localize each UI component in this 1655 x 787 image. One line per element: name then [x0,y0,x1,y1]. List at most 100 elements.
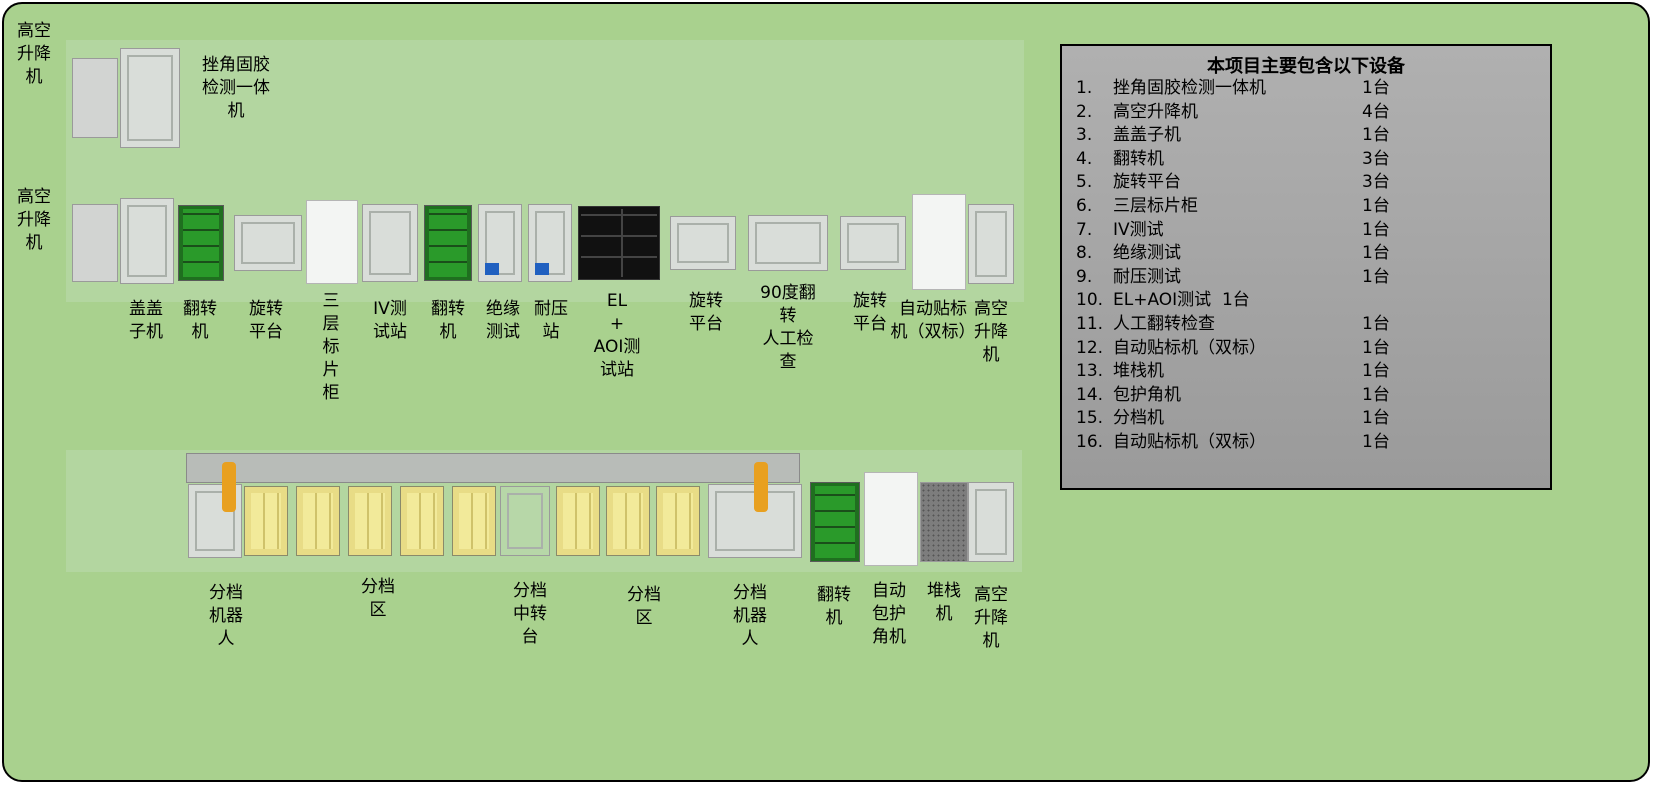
equipment-name: 人工翻转检查 [1113,314,1215,334]
label-stacker: 堆栈 机 [927,581,961,624]
label-flip90: 90度翻 转 人工检 查 [760,283,816,372]
equipment-quantity: 1台 [1362,361,1390,382]
sort-bin-7 [606,486,650,556]
equipment-quantity: 1台 [1362,219,1390,240]
equipment-name: 挫角固胶检测一体机 [1113,78,1266,98]
label-lift-right: 高空 升降 机 [974,299,1008,365]
label-hipot: 耐压 站 [534,299,568,342]
label-flip2: 翻转 机 [431,299,465,342]
equipment-item: 6. 三层标片柜 1台 [1076,194,1536,218]
equipment-name: IV测试 [1113,219,1164,240]
label-labeler: 自动贴标 机（双标） [890,299,976,342]
equipment-name: 三层标片柜 [1113,196,1198,216]
equipment-name: 绝缘测试 [1113,243,1181,264]
label-rotate2: 旋转 平台 [689,291,723,334]
equipment-name: 自动贴标机（双标） [1113,432,1266,452]
sort-bin-5 [452,486,496,556]
equipment-quantity: 1台 [1362,78,1390,98]
label-cabinet-text: 三 层 标 片 柜 [322,291,340,403]
label-sort-zone1: 分档 区 [361,577,395,620]
insulation-test [478,204,522,282]
label-flip1: 翻转 机 [183,299,217,342]
equipment-quantity: 1台 [1362,125,1390,146]
lift-machine-top [72,58,118,138]
equipment-item: 9. 耐压测试 1台 [1076,265,1536,289]
equipment-name: 盖盖子机 [1113,125,1181,146]
equipment-number: 10. [1076,290,1104,311]
lift-machine-right [968,204,1014,284]
equipment-number: 7. [1076,219,1093,240]
cap-machine [120,198,174,284]
equipment-item: 5. 旋转平台 3台 [1076,170,1536,194]
equipment-quantity: 3台 [1362,172,1390,193]
equipment-name: 分档机 [1113,408,1164,429]
equipment-name: 旋转平台 [1113,172,1181,193]
equipment-item: 10. EL+AOI测试 1台 [1076,288,1536,312]
equipment-number: 11. [1076,314,1104,334]
equipment-number: 15. [1076,408,1104,429]
equipment-number: 6. [1076,196,1093,216]
equipment-quantity: 3台 [1362,148,1390,169]
equipment-quantity: 1台 [1362,314,1390,334]
equipment-quantity: 1台 [1362,196,1390,216]
label-sort-transfer: 分档 中转 台 [513,581,547,647]
flip-machine-1 [178,205,224,281]
equipment-number: 13. [1076,361,1104,382]
flip90-inspection [748,215,828,271]
stacker-machine [920,482,968,562]
equipment-quantity: 1台 [1362,408,1390,429]
label-rotate1: 旋转 平台 [249,299,283,342]
sort-bin-6 [556,486,600,556]
equipment-item: 12.自动贴标机（双标）1台 [1076,336,1536,360]
sort-bin-4 [400,486,444,556]
equipment-number: 9. [1076,266,1093,287]
label-insulation: 绝缘 测试 [486,299,520,342]
sort-bin-1 [244,486,288,556]
equipment-number: 12. [1076,337,1104,358]
equipment-name: 耐压测试 [1113,266,1181,287]
sort-bin-8 [656,486,700,556]
equipment-name: 高空升降机 [1113,101,1198,122]
panel-title: 本项目主要包含以下设备 [1207,56,1405,77]
label-corner: 自动 包护 角机 [872,581,906,647]
label-chamfer: 挫角固胶 检测一体 机 [202,55,270,121]
sort-bin-3 [348,486,392,556]
sort-bin-2 [296,486,340,556]
equipment-number: 8. [1076,243,1093,264]
sort-robot-cell-1 [188,484,242,558]
label-rotate3: 旋转 平台 [853,291,887,334]
gantry-rail [186,453,800,483]
equipment-item: 1. 挫角固胶检测一体机 1台 [1076,76,1536,100]
rotate-platform-3 [840,216,906,270]
label-sort-zone2: 分档 区 [627,585,661,628]
equipment-number: 1. [1076,78,1093,98]
equipment-item: 7. IV测试 1台 [1076,218,1536,242]
chamfer-machine [120,48,180,148]
sort-robot-2 [754,462,768,512]
equipment-quantity: 1台 [1362,384,1390,405]
equipment-quantity: 1台 [1362,337,1390,358]
lift-machine-mid [72,204,118,282]
label-sort-robot1: 分档 机器 人 [209,583,243,649]
lift-machine-bottom [968,482,1014,562]
flip-machine-3 [810,482,860,562]
equipment-number: 16. [1076,432,1104,452]
equipment-quantity: 1台 [1362,266,1390,287]
corner-protector-machine [864,472,918,566]
label-lift-top: 高空 升降 机 [17,21,51,87]
equipment-name: 堆栈机 [1113,361,1164,382]
equipment-quantity: 4台 [1362,101,1390,122]
hipot-station [528,204,572,282]
rotate-platform-2 [670,216,736,270]
equipment-name: EL+AOI测试 1台 [1113,290,1250,311]
equipment-item: 15. 分档机 1台 [1076,406,1536,430]
label-iv: IV测 试站 [373,299,407,342]
equipment-quantity: 1台 [1362,243,1390,264]
equipment-item: 8. 绝缘测试 1台 [1076,241,1536,265]
label-sort-robot2: 分档 机器 人 [733,583,767,649]
equipment-number: 5. [1076,172,1093,193]
